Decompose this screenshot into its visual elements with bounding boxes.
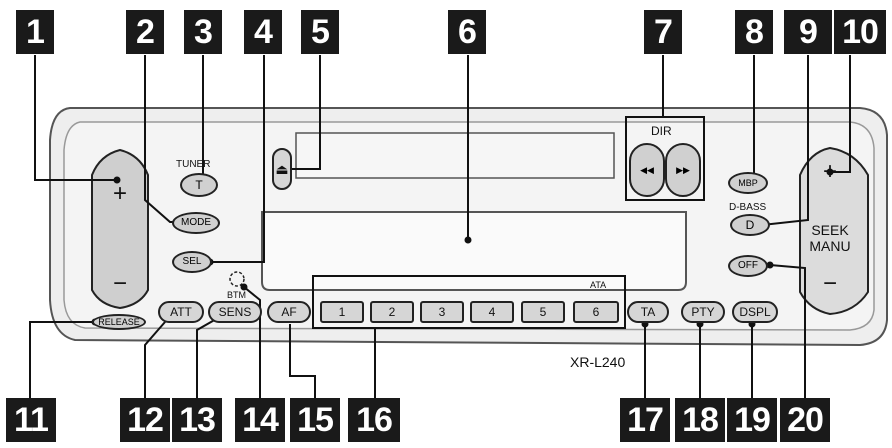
volume-rocker[interactable] (91, 148, 149, 310)
preset-5-button[interactable]: 5 (521, 301, 565, 323)
seek-rocker[interactable] (799, 146, 869, 316)
preset-3-button[interactable]: 3 (420, 301, 464, 323)
release-button[interactable]: RELEASE (92, 314, 146, 330)
btm-label: BTM (227, 290, 246, 300)
mbp-button[interactable]: MBP (728, 172, 768, 194)
fast-forward-button[interactable]: ▶▶ (665, 143, 701, 197)
display-window (261, 211, 687, 291)
callout-2: 2 (126, 10, 164, 54)
dspl-button[interactable]: DSPL (732, 301, 778, 323)
callout-5: 5 (301, 10, 339, 54)
dir-box (625, 116, 705, 201)
callout-16: 16 (348, 398, 400, 442)
eject-button[interactable]: ⏏ (272, 148, 292, 190)
d-bass-button[interactable]: D (730, 214, 770, 236)
callout-18: 18 (675, 398, 725, 442)
preset-1-button[interactable]: 1 (320, 301, 364, 323)
mode-button[interactable]: MODE (172, 212, 220, 234)
d-bass-label: D-BASS (729, 202, 767, 213)
ata-label: ATA (590, 280, 607, 290)
cassette-slot (295, 132, 615, 179)
callout-14: 14 (235, 398, 285, 442)
callout-1: 1 (16, 10, 54, 54)
callout-17: 17 (620, 398, 670, 442)
callout-19: 19 (727, 398, 777, 442)
callout-20: 20 (780, 398, 830, 442)
callout-8: 8 (735, 10, 773, 54)
leader-lines (29, 55, 851, 402)
callout-6: 6 (448, 10, 486, 54)
manu-label: MANU (809, 238, 851, 254)
tuner-t-button[interactable]: T (180, 173, 218, 197)
preset-2-button[interactable]: 2 (370, 301, 414, 323)
seek-plus-button[interactable]: + (822, 158, 837, 185)
callout-12: 12 (120, 398, 170, 442)
callout-3: 3 (184, 10, 222, 54)
volume-plus-button[interactable]: + (112, 180, 127, 207)
volume-minus-button[interactable]: − (112, 270, 127, 297)
callout-11: 11 (6, 398, 56, 442)
preset-4-button[interactable]: 4 (470, 301, 514, 323)
callout-15: 15 (290, 398, 340, 442)
callout-7: 7 (644, 10, 682, 54)
sel-button[interactable]: SEL (172, 251, 212, 273)
callout-9: 9 (784, 10, 832, 54)
sens-button[interactable]: SENS (208, 301, 262, 323)
preset-box (312, 275, 626, 329)
seek-label: SEEK (811, 222, 849, 238)
preset-6-button[interactable]: 6 (573, 301, 619, 323)
att-button[interactable]: ATT (158, 301, 204, 323)
off-button[interactable]: OFF (728, 255, 768, 277)
callout-10: 10 (834, 10, 886, 54)
model-label: XR-L240 (570, 354, 626, 370)
rewind-button[interactable]: ◀◀ (629, 143, 665, 197)
btm-indicator (229, 271, 245, 287)
pty-button[interactable]: PTY (681, 301, 725, 323)
seek-minus-button[interactable]: − (822, 270, 837, 297)
callout-13: 13 (172, 398, 222, 442)
callout-4: 4 (244, 10, 282, 54)
dir-label: DIR (651, 124, 672, 138)
af-button[interactable]: AF (267, 301, 311, 323)
tuner-label: TUNER (176, 159, 211, 170)
ta-button[interactable]: TA (627, 301, 669, 323)
